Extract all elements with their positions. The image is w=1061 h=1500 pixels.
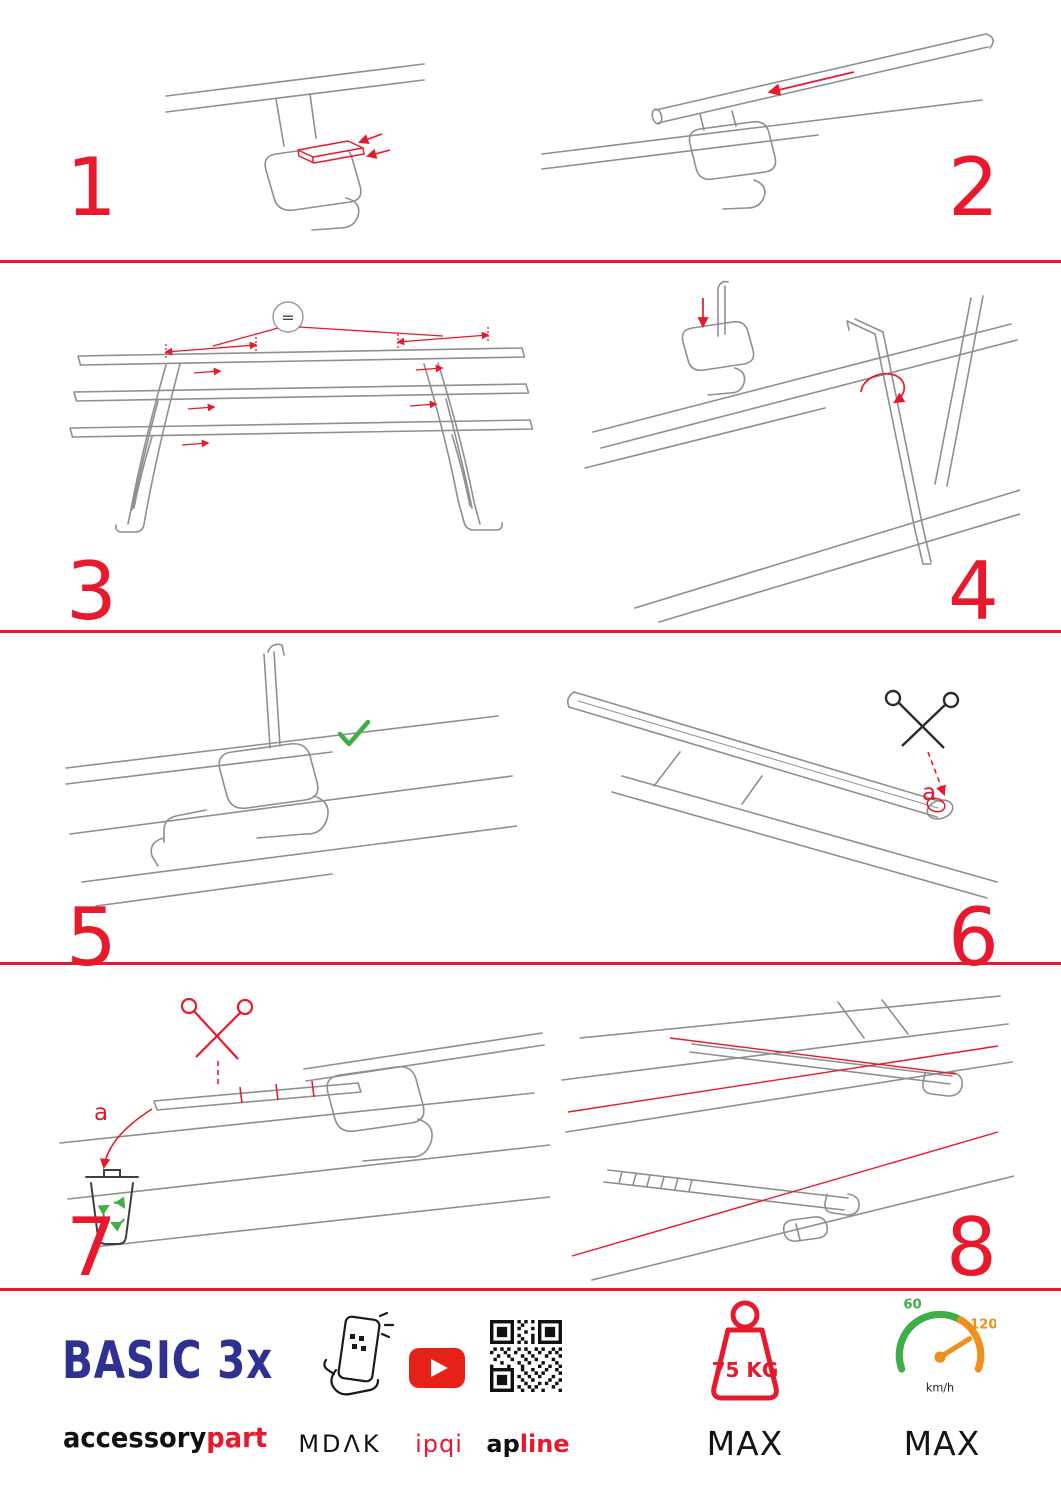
scissors-icon-red <box>180 997 254 1060</box>
cut-label-a-2: a <box>94 1100 109 1126</box>
cut-marks <box>99 1061 315 1170</box>
step6-illustration <box>567 689 998 899</box>
recycle-icon <box>97 1196 126 1232</box>
equal-badge <box>272 301 304 333</box>
section-divider-1 <box>0 260 1061 263</box>
site-label-red: line <box>519 1430 570 1458</box>
speedometer-icon: 60 120 km/h <box>895 1297 996 1395</box>
step7-illustration <box>59 997 550 1248</box>
step4-illustration <box>584 280 1020 623</box>
tighten-arrows <box>697 298 906 404</box>
qr-code-icon <box>490 1320 562 1392</box>
step-number-7: 7 <box>66 1201 117 1294</box>
section-divider-2 <box>0 630 1061 633</box>
site-label-black: ap <box>486 1430 520 1458</box>
video-label: ipqi <box>415 1430 463 1458</box>
step-number-8: 8 <box>946 1201 997 1294</box>
cut-pointer <box>927 751 946 796</box>
weight-icon: 75 KG <box>711 1300 779 1401</box>
youtube-icon <box>409 1348 465 1388</box>
brand-name-red: part <box>206 1421 268 1454</box>
speed-low-tick: 60 <box>903 1297 921 1312</box>
step2-illustration <box>541 33 994 210</box>
step8-illustration <box>561 995 1014 1281</box>
step3-illustration: = <box>69 301 534 533</box>
product-name: BASIC 3x <box>62 1331 274 1391</box>
step-number-3: 3 <box>66 545 117 638</box>
step-number-5: 5 <box>66 891 117 984</box>
site-label: apline <box>476 1430 580 1458</box>
weight-max-label: MAX <box>706 1424 784 1463</box>
allen-key <box>846 318 932 565</box>
speed-high-tick: 120 <box>970 1318 996 1333</box>
trash-icon <box>85 1169 139 1245</box>
brand-name: accessorypart <box>63 1421 267 1454</box>
section-divider-4 <box>0 1288 1061 1291</box>
rubber-pad <box>297 140 365 164</box>
equal-symbol: = <box>281 308 294 327</box>
step-number-4: 4 <box>948 545 999 638</box>
step-number-2: 2 <box>948 141 999 234</box>
speed-unit: km/h <box>926 1382 954 1395</box>
cut-highlight <box>926 797 946 813</box>
step-number-6: 6 <box>948 891 999 984</box>
scissors-icon <box>884 689 960 749</box>
speed-max-label: MAX <box>903 1424 981 1463</box>
step1-illustration <box>165 63 425 231</box>
insert-arrows <box>358 133 391 159</box>
section-divider-3 <box>0 962 1061 965</box>
brand-name-black: accessory <box>63 1421 207 1454</box>
alignment-lines <box>567 1037 999 1257</box>
dimension-lines <box>164 326 490 448</box>
check-icon <box>337 719 371 747</box>
step5-illustration <box>65 643 517 907</box>
step-number-1: 1 <box>66 141 117 234</box>
phone-scan-icon <box>323 1312 395 1396</box>
slide-arrow <box>767 71 855 96</box>
weight-value: 75 KG <box>712 1358 779 1382</box>
app-label: MDΛK <box>298 1430 382 1458</box>
cut-label-a: a <box>922 780 937 806</box>
